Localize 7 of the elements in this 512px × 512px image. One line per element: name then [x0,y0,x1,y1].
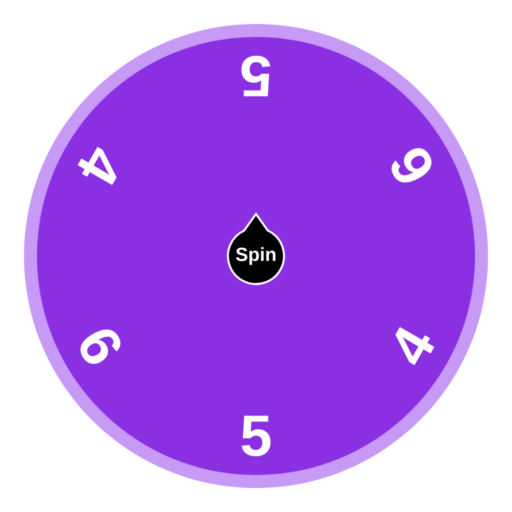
sector-number: 5 [242,416,271,456]
sector-number: 5 [241,56,270,96]
spin-button: Spin [226,213,285,285]
sector-number: 4 [395,326,434,366]
sector-number: 4 [78,146,117,186]
sector-number: 6 [80,330,120,364]
sector-number: 6 [392,148,432,182]
